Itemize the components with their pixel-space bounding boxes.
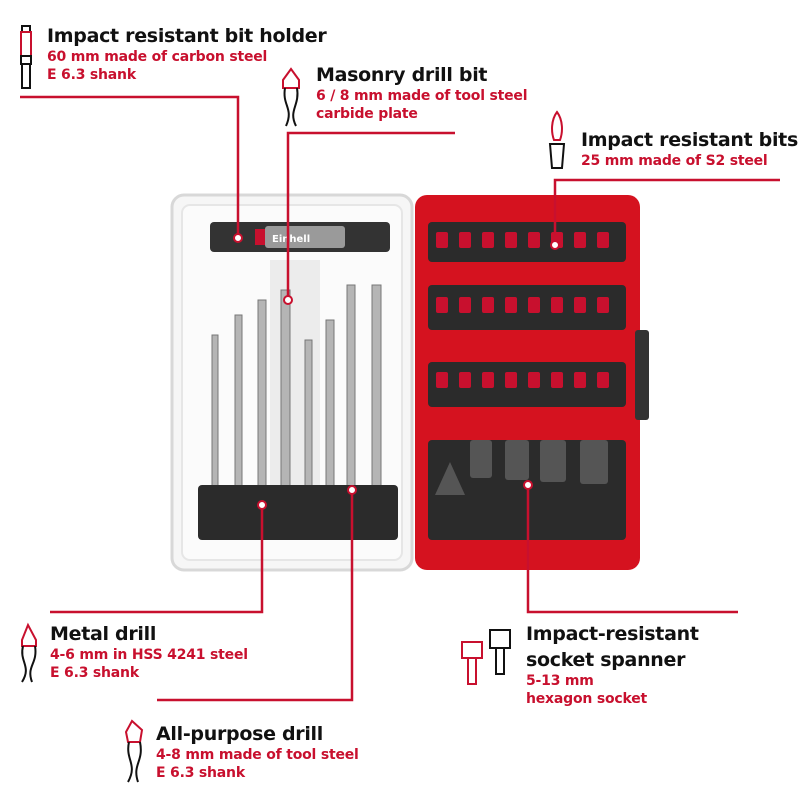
callout-masonry-drill: Masonry drill bit 6 / 8 mm made of tool … (316, 64, 527, 123)
callout-all-purpose-drill: All-purpose drill 4-8 mm made of tool st… (156, 723, 359, 782)
callout-bit-holder: Impact resistant bit holder 60 mm made o… (47, 25, 327, 84)
leader-lines (20, 95, 780, 702)
callout-detail: carbide plate (316, 106, 418, 122)
callout-impact-bits: Impact resistant bits 25 mm made of S2 s… (581, 129, 798, 170)
callout-socket-spanner: Impact-resistant socket spanner 5-13 mm … (526, 623, 699, 708)
bit-slot (597, 297, 609, 313)
bit-slot (551, 297, 563, 313)
callout-title: Impact-resistant (526, 623, 699, 645)
bit-slot (574, 232, 586, 248)
red-case-tray (415, 195, 649, 570)
callout-detail: E 6.3 shank (156, 765, 245, 781)
bit-slot (436, 372, 448, 388)
socket-spanner-icon (461, 629, 511, 685)
clear-case-lid: Einhell (170, 193, 414, 572)
bit-slot (597, 372, 609, 388)
bit-slot (528, 297, 540, 313)
bit-slot (505, 232, 517, 248)
bit-slot (482, 232, 494, 248)
callout-title: Impact resistant bit holder (47, 25, 327, 47)
callout-title: Masonry drill bit (316, 64, 488, 86)
bit-slot (528, 232, 540, 248)
bit-slot (459, 297, 471, 313)
bit-slot (574, 372, 586, 388)
callout-title: socket spanner (526, 649, 686, 671)
callout-metal-drill: Metal drill 4-6 mm in HSS 4241 steel E 6… (50, 623, 248, 682)
bit-slot (459, 232, 471, 248)
callout-detail: 6 / 8 mm made of tool steel (316, 88, 528, 104)
holder-brand-logo: Einhell (272, 234, 310, 245)
bit-slot (505, 372, 517, 388)
bit-slot (574, 297, 586, 313)
callout-detail: E 6.3 shank (50, 665, 139, 681)
bit-slot (597, 232, 609, 248)
bit-slot (551, 372, 563, 388)
bit-slot (436, 232, 448, 248)
callout-detail: 60 mm made of carbon steel (47, 49, 268, 65)
callout-detail: 5-13 mm (526, 673, 594, 689)
bit-holder-icon (20, 25, 32, 89)
callout-detail: 25 mm made of S2 steel (581, 153, 768, 169)
callout-detail: 4-8 mm made of tool steel (156, 747, 359, 763)
bit-slot (482, 372, 494, 388)
callout-detail: E 6.3 shank (47, 67, 136, 83)
callout-detail: hexagon socket (526, 691, 647, 707)
all-purpose-drill-icon (124, 719, 144, 783)
callout-detail: 4-6 mm in HSS 4241 steel (50, 647, 248, 663)
bit-slot (436, 297, 448, 313)
bit-slot (528, 372, 540, 388)
callout-title: All-purpose drill (156, 723, 323, 745)
bit-slot (482, 297, 494, 313)
callout-title: Impact resistant bits (581, 129, 798, 151)
metal-drill-icon (21, 622, 37, 683)
masonry-drill-icon (282, 67, 300, 127)
screwdriver-bit-icon (548, 110, 566, 169)
bit-slot (505, 297, 517, 313)
callout-title: Metal drill (50, 623, 157, 645)
bit-slot (459, 372, 471, 388)
